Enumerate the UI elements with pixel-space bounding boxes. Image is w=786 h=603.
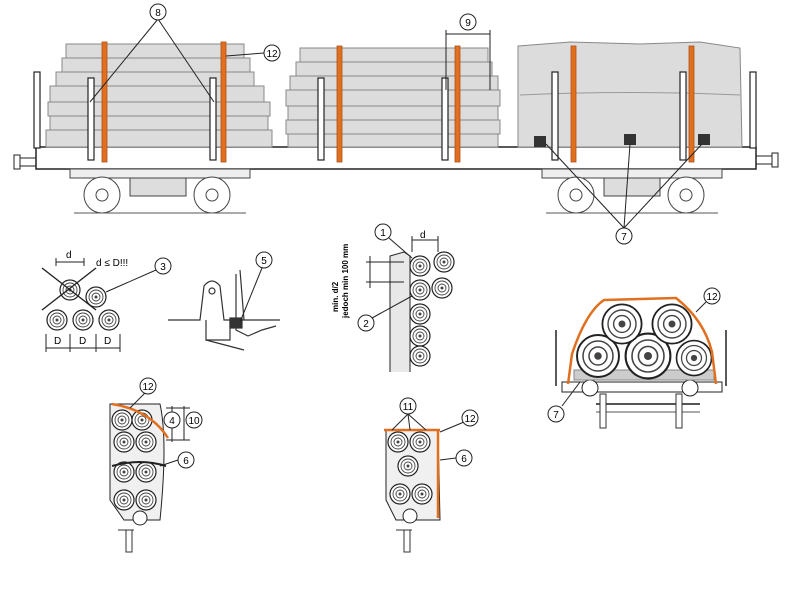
callout-8-label: 8 [155, 8, 161, 19]
flat-wagon [13, 41, 779, 214]
callout-6-left: 6 [159, 451, 195, 469]
callout-12-top: 12 [225, 44, 281, 62]
detail-min-clearance: d min. d/2 jedoch min 100 mm [331, 230, 455, 372]
detail-stake-fitting [168, 269, 280, 351]
callout-6-middle-label: 6 [461, 454, 467, 465]
detail-section-middle [384, 428, 441, 553]
detail-section-left [109, 402, 190, 553]
callout-11: 11 [391, 397, 427, 431]
callout-10: 10 [183, 406, 203, 440]
right-buffer [755, 152, 779, 168]
callout-6-middle: 6 [439, 449, 473, 467]
wagon-deck [35, 146, 757, 170]
callout-7-top-label: 7 [621, 232, 627, 243]
dim-d-label: d [66, 250, 72, 261]
callout-5-label: 5 [261, 256, 267, 267]
callout-12-middle-label: 12 [464, 414, 476, 425]
wedge-blocks [534, 134, 710, 147]
callout-1: 1 [374, 223, 413, 259]
dim-d-column-label: d [420, 230, 426, 241]
callout-12-end: 12 [695, 287, 721, 313]
dim-D-label-1: D [54, 336, 61, 347]
bogie-right [541, 168, 723, 214]
callout-7-end-label: 7 [553, 410, 559, 421]
callout-5: 5 [239, 251, 273, 323]
callout-9-label: 9 [465, 18, 471, 29]
side-stakes [33, 71, 757, 161]
callout-4: 4 [163, 411, 181, 429]
rule-d-le-D: d ≤ D!!! [96, 258, 128, 269]
dim-D-label-2: D [79, 336, 86, 347]
callout-12-top-label: 12 [266, 49, 278, 60]
bogie-left [69, 168, 251, 214]
callout-12-left-label: 12 [142, 382, 154, 393]
callout-1-label: 1 [380, 228, 386, 239]
callout-6-left-label: 6 [183, 456, 189, 467]
callout-12-end-label: 12 [706, 292, 718, 303]
min-d2-label-1: min. d/2 [331, 281, 340, 312]
callout-12-middle: 12 [439, 409, 479, 433]
callout-3: 3 [105, 257, 172, 293]
callout-10-label: 10 [188, 416, 200, 427]
detail-end-view [555, 296, 727, 429]
detail-coil-stacking: d d ≤ D!!! D D D [41, 250, 128, 352]
left-buffer [13, 154, 37, 170]
dim-D-label-3: D [104, 336, 111, 347]
end-view-strap [566, 296, 718, 385]
callout-11-label: 11 [403, 402, 414, 413]
min-d2-label-2: jedoch min 100 mm [341, 244, 350, 319]
callout-8: 8 [89, 3, 215, 103]
callout-2: 2 [357, 295, 413, 332]
cargo-stack-left [45, 43, 273, 148]
callout-7-end: 7 [547, 381, 581, 423]
callout-2-label: 2 [363, 319, 369, 330]
tie-down-straps [101, 41, 695, 163]
callout-12-left: 12 [129, 377, 157, 409]
callout-9: 9 [445, 13, 491, 90]
callout-4-label: 4 [169, 416, 175, 427]
callout-7-top: 7 [545, 143, 703, 245]
callout-3-label: 3 [160, 262, 166, 273]
